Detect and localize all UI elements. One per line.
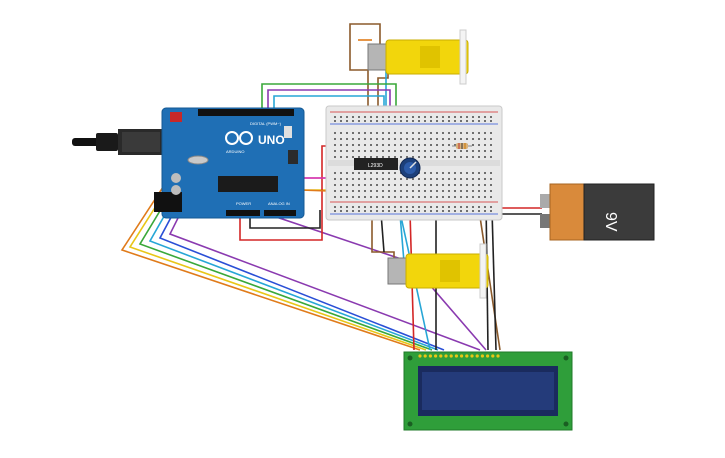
dc-motor-bottom bbox=[387, 243, 489, 299]
l293d-chip: L293D bbox=[354, 158, 398, 170]
dc-motor-top bbox=[367, 29, 469, 85]
arduino-model-label: UNO bbox=[258, 133, 285, 147]
resistor bbox=[452, 143, 472, 149]
arduino-power-label: POWER bbox=[236, 201, 251, 206]
atmega-chip bbox=[218, 176, 278, 192]
arduino-brand-label: ARDUINO bbox=[226, 149, 244, 154]
wire-brown-top1 bbox=[349, 23, 381, 136]
lcd-pins bbox=[418, 354, 500, 358]
potentiometer bbox=[399, 157, 421, 179]
battery-label: 9V bbox=[602, 212, 619, 232]
arduino-analog-label: ANALOG IN bbox=[268, 201, 290, 206]
arduino-board: UNO ARDUINO DIGITAL (PWM~) POWER ANALOG … bbox=[154, 107, 305, 219]
wire-brown-bot1 bbox=[371, 200, 395, 262]
l293d-label: L293D bbox=[368, 163, 383, 169]
battery-9v: 9V bbox=[540, 183, 655, 241]
lcd-screen bbox=[422, 372, 554, 410]
lcd-display bbox=[403, 351, 573, 431]
arduino-logo bbox=[225, 131, 253, 145]
arduino-digital-label: DIGITAL (PWM~) bbox=[250, 121, 282, 126]
wire-black-lcd2 bbox=[491, 209, 497, 351]
